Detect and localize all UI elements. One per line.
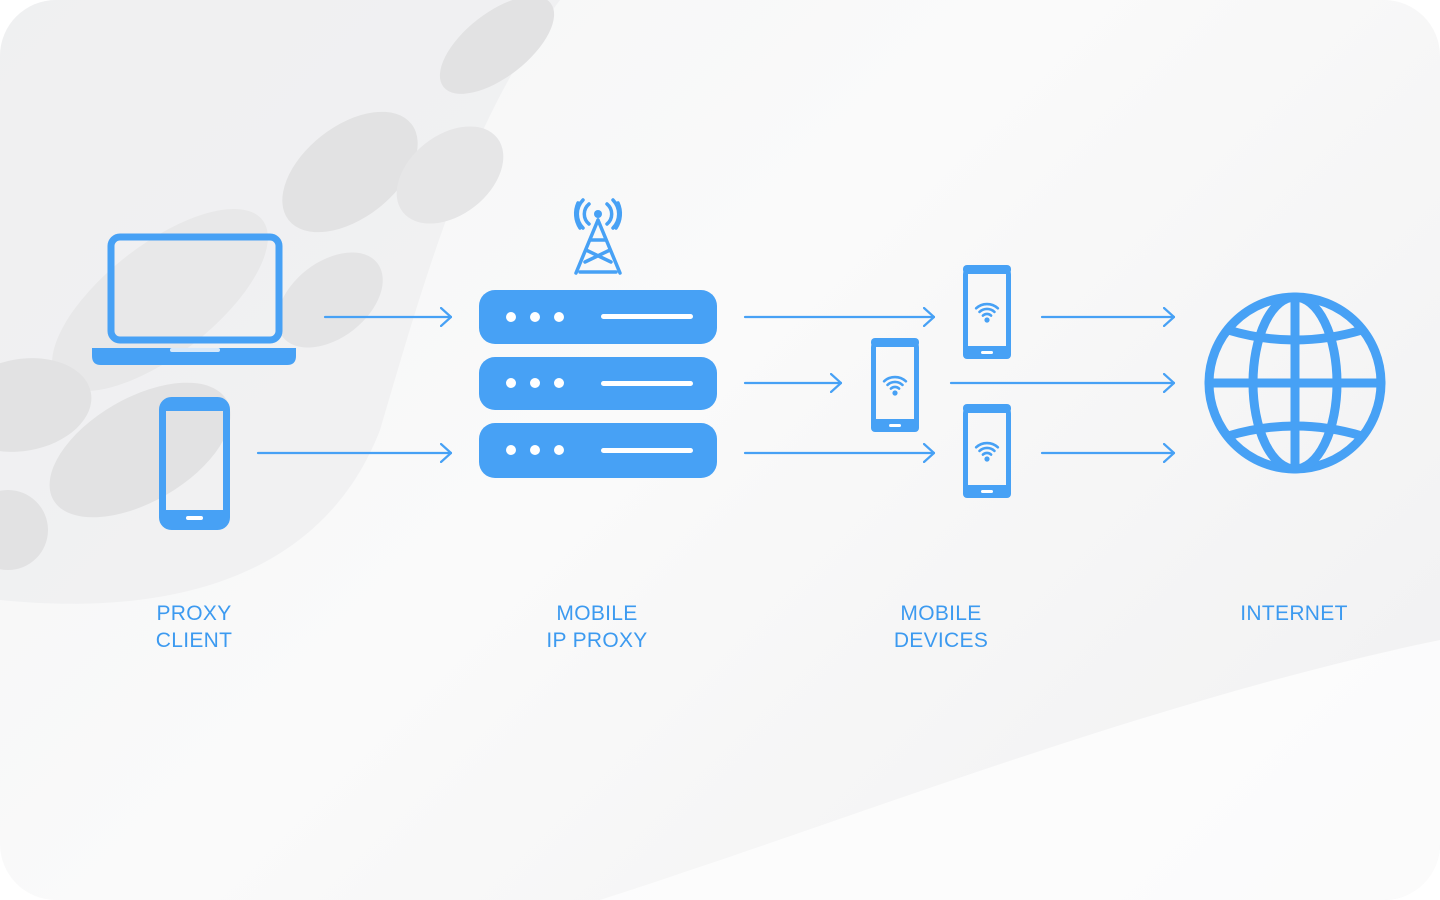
label-line: INTERNET [1240,602,1348,625]
smartphone-wifi-icon [871,338,919,432]
label-line: MOBILE [556,602,638,625]
smartphone-wifi-icon [963,265,1011,359]
label-line: PROXY [156,602,232,625]
label-line: CLIENT [155,629,233,652]
label-mobile-devices: MOBILE DEVICES [811,600,1071,654]
antenna-tower-icon [573,198,623,275]
smartphone-wifi-icon [963,404,1011,498]
smartphone-icon [159,397,230,530]
label-line: IP PROXY [546,629,648,652]
label-mobile-ip-proxy: MOBILE IP PROXY [467,600,727,654]
label-proxy-client: PROXY CLIENT [64,600,324,654]
laptop-icon [92,233,296,365]
label-line: MOBILE [900,602,982,625]
label-internet: INTERNET [1164,600,1424,627]
globe-icon [1204,292,1386,474]
server-stack-icon [479,290,717,478]
mobile-device-phones [871,265,1011,498]
connection-arrows [256,317,1176,453]
label-line: DEVICES [893,629,989,652]
